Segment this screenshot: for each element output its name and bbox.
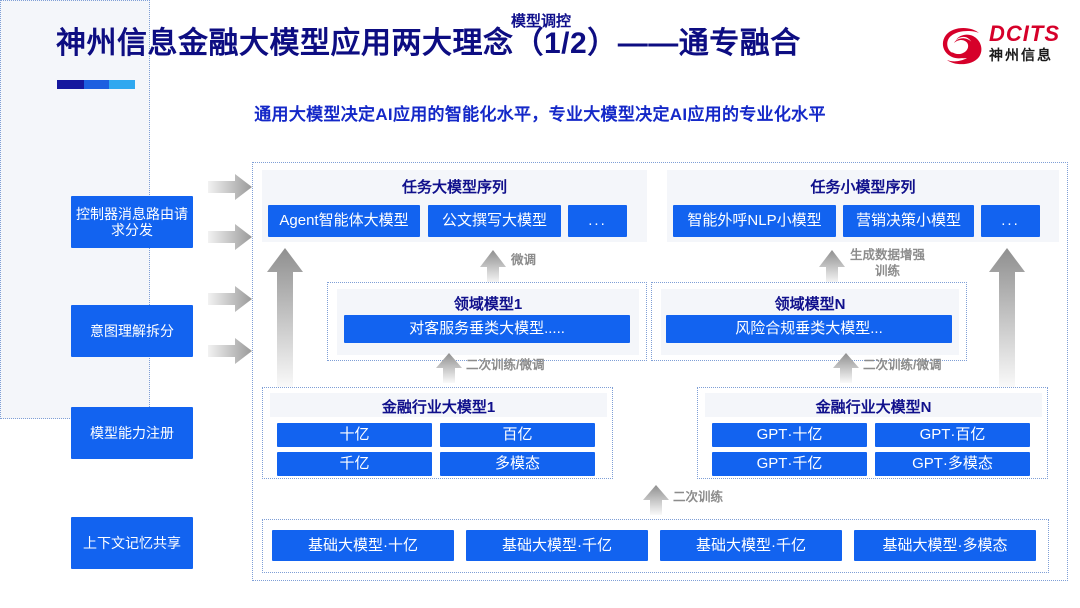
arrow-label-retrain-finetune-left: 二次训练/微调 xyxy=(466,358,545,372)
flow-arrow-up-retrain xyxy=(643,485,669,515)
sidebar-item-intent-understanding[interactable]: 意图理解拆分 xyxy=(71,305,193,357)
flow-arrow-up-retrain-finetune-left xyxy=(436,353,462,383)
flow-arrow-right-3 xyxy=(208,286,252,312)
domain-model-n-item[interactable]: 风险合规垂类大模型... xyxy=(666,315,952,343)
task-small-model-more[interactable]: ... xyxy=(981,205,1040,237)
industry-model-1-size-qianyi[interactable]: 千亿 xyxy=(277,452,432,476)
industry-model-n-header-panel: 金融行业大模型N xyxy=(705,393,1042,417)
domain-model-1-title: 领域模型1 xyxy=(453,296,523,313)
task-model-more[interactable]: ... xyxy=(568,205,627,237)
arrow-label-finetune: 微调 xyxy=(511,253,537,267)
industry-model-1-header-panel: 金融行业大模型1 xyxy=(270,393,607,417)
flow-arrow-up-data-augment xyxy=(819,250,845,284)
industry-model-1-size-shiyi[interactable]: 十亿 xyxy=(277,423,432,447)
foundation-model-multimodal[interactable]: 基础大模型·多模态 xyxy=(854,530,1036,561)
title-rule-segment-2 xyxy=(83,80,110,89)
flow-arrow-up-retrain-finetune-right xyxy=(833,353,859,383)
dcits-swirl-icon xyxy=(942,27,982,65)
foundation-model-qianyi-2[interactable]: 基础大模型·千亿 xyxy=(660,530,842,561)
arrow-label-retrain-finetune-right: 二次训练/微调 xyxy=(863,358,942,372)
title-rule-segment-1 xyxy=(57,80,84,89)
industry-model-n-size-shiyi[interactable]: GPT·十亿 xyxy=(712,423,867,447)
flow-arrow-up-finetune xyxy=(480,250,506,284)
industry-model-n-title: 金融行业大模型N xyxy=(815,399,932,416)
title-rule-segment-3 xyxy=(109,80,135,89)
logo-text-group: DCITS 神州信息 xyxy=(989,22,1060,64)
sidebar-item-capability-registry[interactable]: 模型能力注册 xyxy=(71,407,193,459)
sidebar-item-context-memory[interactable]: 上下文记忆共享 xyxy=(71,517,193,569)
industry-model-n-size-baiyi[interactable]: GPT·百亿 xyxy=(875,423,1030,447)
logo-brand-text: DCITS xyxy=(989,21,1060,46)
industry-model-n-size-multimodal[interactable]: GPT·多模态 xyxy=(875,452,1030,476)
industry-model-1-size-baiyi[interactable]: 百亿 xyxy=(440,423,595,447)
foundation-model-qianyi-1[interactable]: 基础大模型·千亿 xyxy=(466,530,648,561)
arrow-label-data-augment-line1: 生成数据增强 xyxy=(850,248,926,262)
task-large-model-sequence-title: 任务大模型序列 xyxy=(401,179,507,196)
arrow-label-retrain: 二次训练 xyxy=(673,490,724,504)
task-model-agent[interactable]: Agent智能体大模型 xyxy=(268,205,420,237)
task-small-model-sequence-title: 任务小模型序列 xyxy=(810,179,916,196)
sidebar-item-controller-routing[interactable]: 控制器消息路由请求分发 xyxy=(71,196,193,248)
flow-arrow-up-tall-right xyxy=(989,248,1025,388)
flow-arrow-right-4 xyxy=(208,338,252,364)
industry-model-n-size-qianyi[interactable]: GPT·千亿 xyxy=(712,452,867,476)
task-model-document-writing[interactable]: 公文撰写大模型 xyxy=(428,205,561,237)
industry-model-1-title: 金融行业大模型1 xyxy=(381,399,496,416)
title-underline-accent xyxy=(57,80,135,89)
arrow-label-data-augment: 生成数据增强 训练 xyxy=(850,248,925,279)
sidebar-title: 模型调控 xyxy=(510,13,571,30)
flow-arrow-up-tall-left xyxy=(267,248,303,388)
task-small-model-marketing[interactable]: 营销决策小模型 xyxy=(843,205,974,237)
logo-brand-cn: 神州信息 xyxy=(989,47,1053,63)
industry-model-1-size-multimodal[interactable]: 多模态 xyxy=(440,452,595,476)
domain-model-1-item[interactable]: 对客服务垂类大模型..... xyxy=(344,315,630,343)
page-subtitle: 通用大模型决定AI应用的智能化水平，专业大模型决定AI应用的专业化水平 xyxy=(254,105,826,124)
dcits-logo: DCITS 神州信息 xyxy=(941,22,1066,72)
page-title: 神州信息金融大模型应用两大理念（1/2）——通专融合 xyxy=(56,27,801,60)
arrow-label-data-augment-line2: 训练 xyxy=(875,263,901,278)
flow-arrow-right-2 xyxy=(208,224,252,250)
flow-arrow-right-1 xyxy=(208,174,252,200)
domain-model-n-title: 领域模型N xyxy=(774,296,846,313)
task-small-model-outbound-nlp[interactable]: 智能外呼NLP小模型 xyxy=(673,205,836,237)
foundation-model-shiyi[interactable]: 基础大模型·十亿 xyxy=(272,530,454,561)
